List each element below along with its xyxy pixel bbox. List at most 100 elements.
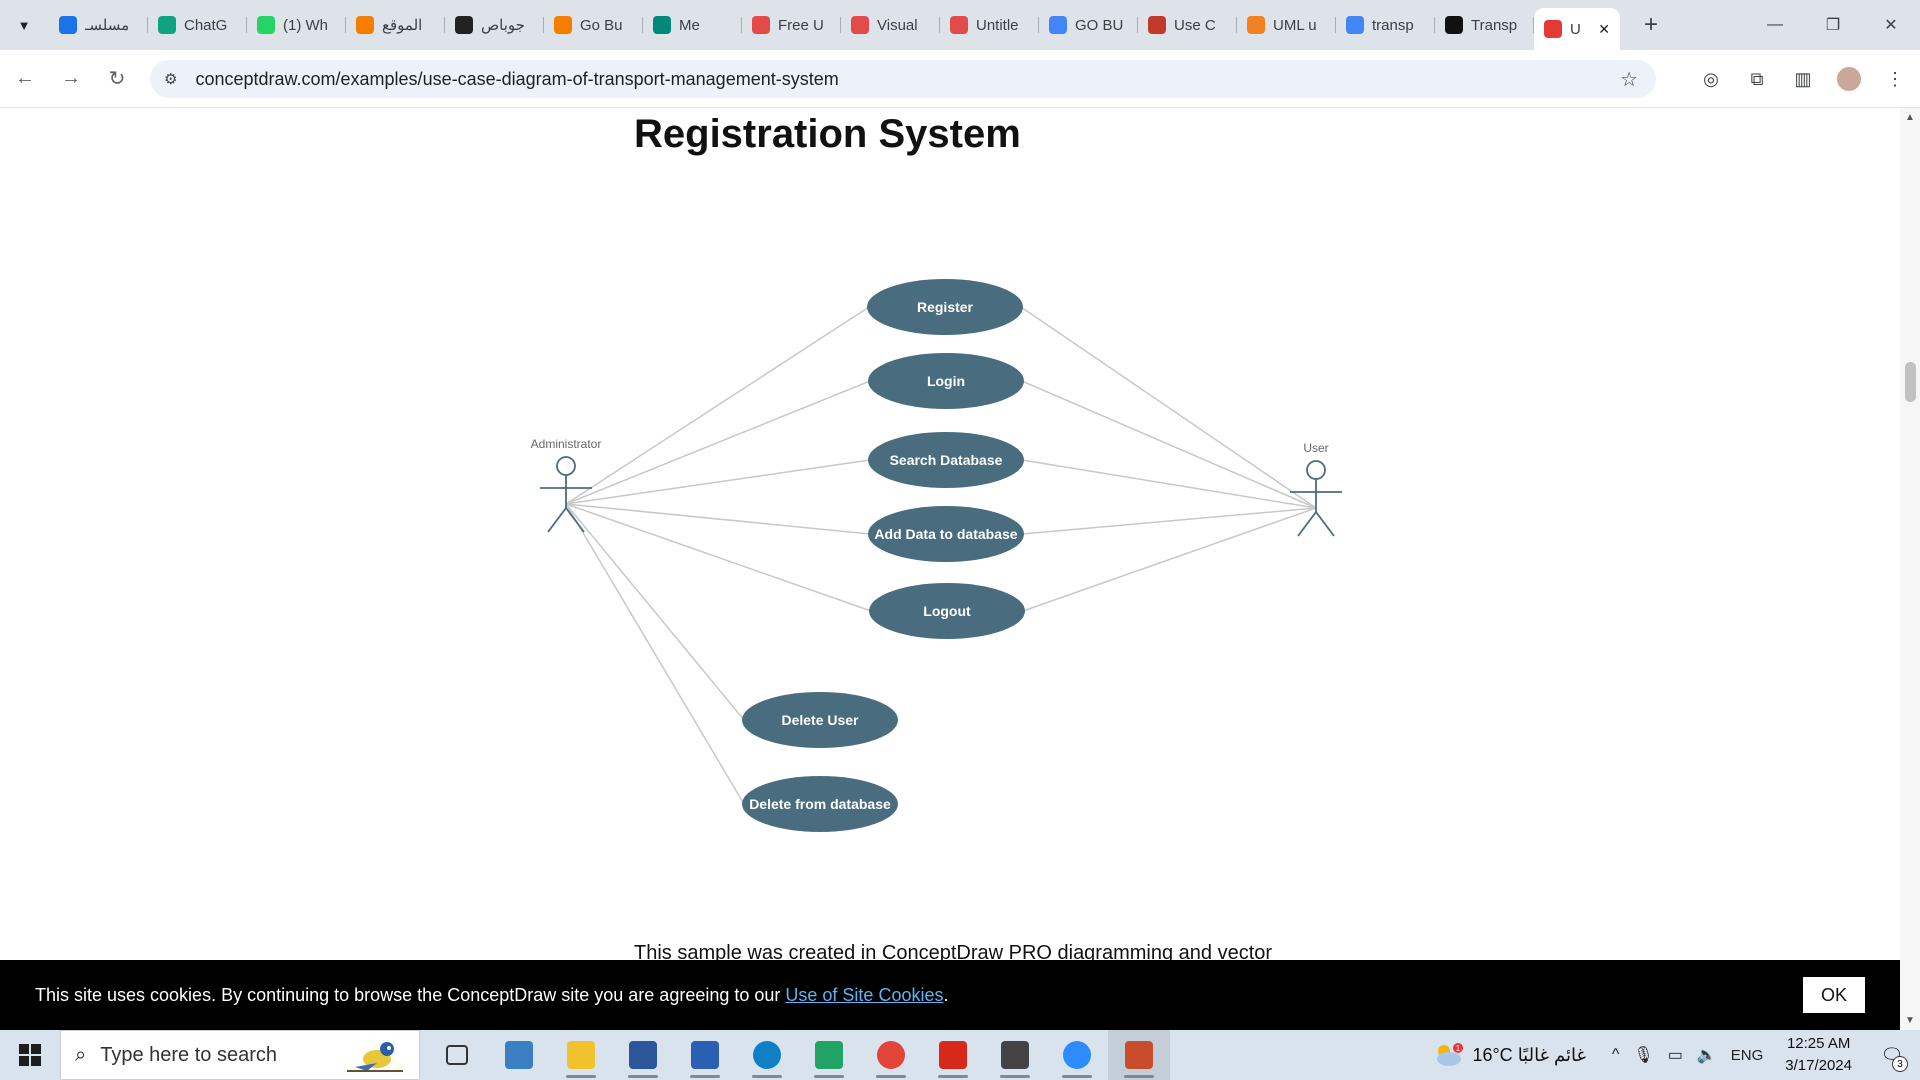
association-line-user-register bbox=[1020, 306, 1317, 509]
tab-6[interactable]: Me bbox=[643, 7, 742, 43]
url-text[interactable]: conceptdraw.com/examples/use-case-diagra… bbox=[195, 68, 839, 89]
meet-icon bbox=[653, 16, 671, 34]
cookie-policy-link[interactable]: Use of Site Cookies bbox=[785, 984, 944, 1005]
site-info-icon[interactable]: ⚙ bbox=[164, 71, 178, 88]
cookie-message: This site uses cookies. By continuing to… bbox=[35, 985, 949, 1006]
actor-user-icon[interactable] bbox=[1290, 460, 1342, 537]
scroll-down-icon[interactable]: ▼ bbox=[1905, 1015, 1915, 1026]
taskbar-app-paint[interactable] bbox=[1108, 1030, 1170, 1080]
tab-13[interactable]: transp bbox=[1336, 7, 1435, 43]
actor-admin-icon[interactable] bbox=[540, 456, 592, 533]
tab-title: UML u bbox=[1273, 16, 1317, 34]
weather-widget[interactable]: 1 16°C غائم غالبًا bbox=[1432, 1042, 1586, 1068]
taskbar-search[interactable]: ⌕ Type here to search bbox=[60, 1030, 420, 1080]
tab-title: Use C bbox=[1174, 16, 1216, 34]
tab-search-button[interactable]: ▼ bbox=[9, 10, 39, 40]
tab-5[interactable]: Go Bu bbox=[544, 7, 643, 43]
use-case-login[interactable] bbox=[868, 353, 1024, 409]
taskbar-app-task-view[interactable] bbox=[426, 1030, 488, 1080]
clock[interactable]: 12:25 AM 3/17/2024 bbox=[1785, 1033, 1852, 1077]
visual-paradigm-icon bbox=[752, 16, 770, 34]
whatsapp-icon bbox=[257, 16, 275, 34]
windows-taskbar: ⌕ Type here to search 1 16°C غائم غالبًا… bbox=[0, 1030, 1920, 1080]
settings-icon bbox=[1001, 1041, 1029, 1069]
taskbar-app-excel[interactable] bbox=[798, 1030, 860, 1080]
use-case-register[interactable] bbox=[867, 279, 1023, 335]
use-case-logout[interactable] bbox=[869, 583, 1025, 639]
restore-icon[interactable]: ❐ bbox=[1825, 17, 1841, 34]
tab-title: GO BU bbox=[1075, 16, 1124, 34]
start-button[interactable] bbox=[0, 1030, 60, 1080]
taskbar-app-powershell[interactable] bbox=[674, 1030, 736, 1080]
menu-kebab-icon[interactable]: ⋮ bbox=[1886, 68, 1904, 89]
use-case-delete-user[interactable] bbox=[742, 692, 898, 748]
page-caption: This sample was created in ConceptDraw P… bbox=[634, 942, 1273, 964]
taskbar-app-photos[interactable] bbox=[488, 1030, 550, 1080]
reload-button[interactable]: ↻ bbox=[96, 58, 138, 100]
tab-10[interactable]: GO BU bbox=[1039, 7, 1138, 43]
window-controls: — ❐ ✕ bbox=[1746, 0, 1920, 50]
use-case-delete-db[interactable] bbox=[742, 776, 898, 832]
language-indicator[interactable]: ENG bbox=[1730, 1046, 1764, 1064]
forward-button[interactable]: → bbox=[50, 58, 92, 100]
tab-title: Untitle bbox=[976, 16, 1019, 34]
stack-icon bbox=[1247, 16, 1265, 34]
side-panel-icon[interactable]: ▥ bbox=[1794, 68, 1812, 89]
use-case-search[interactable] bbox=[868, 432, 1024, 488]
taskbar-app-zoom[interactable] bbox=[1046, 1030, 1108, 1080]
conceptdraw-icon bbox=[1544, 20, 1562, 38]
close-icon[interactable]: ✕ bbox=[1598, 20, 1610, 37]
tab-active[interactable]: U ✕ bbox=[1534, 8, 1620, 50]
tab-title: U bbox=[1570, 20, 1581, 38]
weather-badge: 1 bbox=[1456, 1044, 1461, 1053]
tab-4[interactable]: جوباص bbox=[445, 7, 544, 43]
scroll-thumb[interactable] bbox=[1905, 362, 1916, 402]
tab-11[interactable]: Use C bbox=[1138, 7, 1237, 43]
association-line-admin-delete_user bbox=[565, 503, 745, 721]
tab-7[interactable]: Free U bbox=[742, 7, 841, 43]
address-bar[interactable]: ⚙ conceptdraw.com/examples/use-case-diag… bbox=[150, 60, 1656, 98]
search-placeholder: Type here to search bbox=[100, 1043, 277, 1066]
taskbar-app-edge[interactable] bbox=[736, 1030, 798, 1080]
taskbar-app-acrobat[interactable] bbox=[922, 1030, 984, 1080]
zoom-icon bbox=[1063, 1041, 1091, 1069]
back-button[interactable]: ← bbox=[4, 58, 46, 100]
notification-center-button[interactable]: 🗨 3 bbox=[1872, 1030, 1912, 1080]
taskbar-app-settings[interactable] bbox=[984, 1030, 1046, 1080]
visual-paradigm-icon bbox=[851, 16, 869, 34]
minimize-icon[interactable]: — bbox=[1767, 16, 1783, 33]
taskbar-app-chrome[interactable] bbox=[860, 1030, 922, 1080]
blogger-icon bbox=[554, 16, 572, 34]
bookmark-star-icon[interactable]: ☆ bbox=[1620, 68, 1638, 91]
new-tab-button[interactable]: + bbox=[1643, 11, 1658, 38]
extensions-puzzle-icon[interactable]: ⧉ bbox=[1750, 68, 1764, 89]
tab-12[interactable]: UML u bbox=[1237, 7, 1336, 43]
tab-8[interactable]: Visual bbox=[841, 7, 940, 43]
tab-title: ChatG bbox=[184, 16, 228, 34]
tab-0[interactable]: مسلسـ bbox=[49, 7, 148, 43]
taskbar-app-word[interactable] bbox=[612, 1030, 674, 1080]
google-icon bbox=[1049, 16, 1067, 34]
page-scrollbar[interactable]: ▲ ▼ bbox=[1900, 108, 1920, 1030]
cookie-text-end: . bbox=[943, 984, 949, 1005]
tab-2[interactable]: (1) Wh bbox=[247, 7, 346, 43]
tab-1[interactable]: ChatG bbox=[148, 7, 247, 43]
use-case-add[interactable] bbox=[868, 506, 1024, 562]
scroll-up-icon[interactable]: ▲ bbox=[1905, 112, 1915, 123]
tab-9[interactable]: Untitle bbox=[940, 7, 1039, 43]
chrome-icon bbox=[877, 1041, 905, 1069]
extension-circle-icon[interactable]: ◎ bbox=[1703, 68, 1719, 89]
cookie-ok-button[interactable]: OK bbox=[1803, 977, 1865, 1013]
tab-3[interactable]: الموقع bbox=[346, 7, 445, 43]
association-line-user-add bbox=[1021, 507, 1317, 535]
taskbar-app-file-explorer[interactable] bbox=[550, 1030, 612, 1080]
microphone-icon[interactable]: 🎙 bbox=[1633, 1047, 1654, 1064]
show-hidden-icons-icon[interactable]: ^ bbox=[1611, 1046, 1620, 1063]
volume-icon[interactable]: 🔈 bbox=[1696, 1047, 1717, 1064]
battery-icon[interactable]: ▭ bbox=[1667, 1047, 1683, 1064]
close-window-icon[interactable]: ✕ bbox=[1884, 17, 1898, 34]
tab-14[interactable]: Transp bbox=[1435, 7, 1534, 43]
edge-icon bbox=[753, 1041, 781, 1069]
profile-avatar[interactable] bbox=[1828, 58, 1870, 100]
